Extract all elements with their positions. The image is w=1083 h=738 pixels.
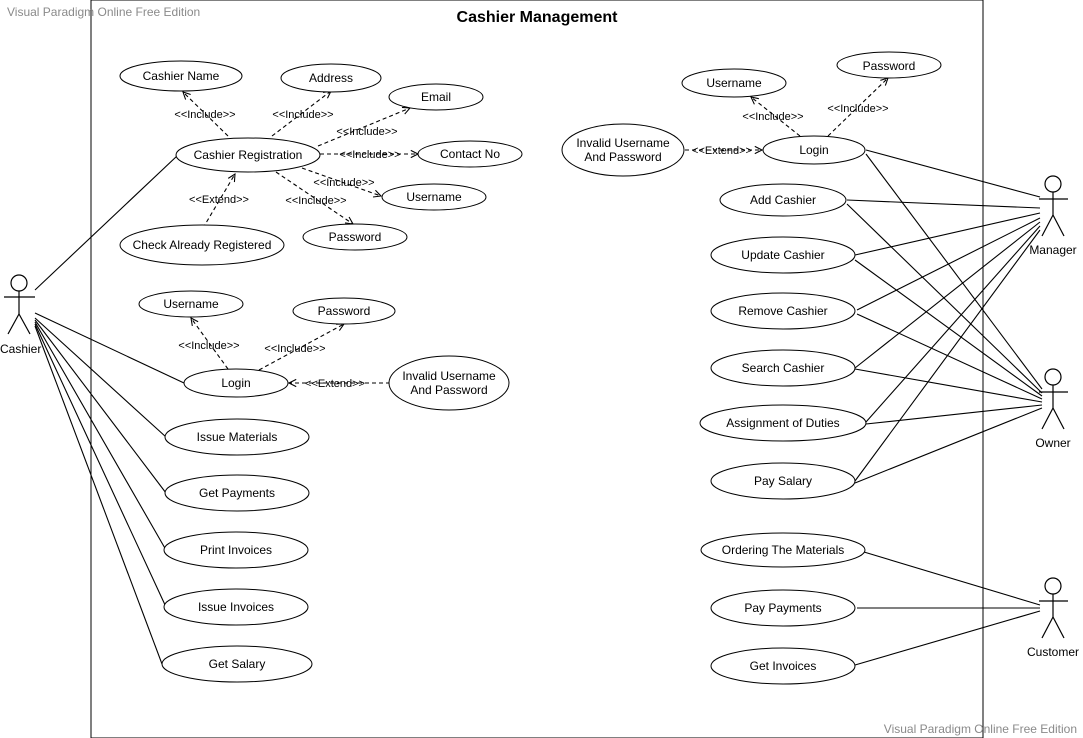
dependency-labels: <<Include>> <<Include>> <<Include>> <<In…: [174, 103, 888, 390]
usecase-address[interactable]: Address: [280, 63, 382, 93]
associations: [34, 149, 1043, 666]
svg-text:Pay Payments: Pay Payments: [744, 601, 821, 615]
usecase-add-cashier[interactable]: Add Cashier: [719, 183, 847, 217]
svg-text:And Password: And Password: [584, 150, 661, 164]
svg-text:Invalid Username: Invalid Username: [576, 136, 670, 150]
watermark-bottom: Visual Paradigm Online Free Edition: [884, 722, 1077, 736]
stick-figure-icon: [1039, 577, 1068, 639]
svg-text:Pay Salary: Pay Salary: [754, 474, 812, 488]
svg-text:Add Cashier: Add Cashier: [750, 193, 816, 207]
actor-label: Cashier: [0, 342, 41, 356]
usecase-password-manager[interactable]: Password: [836, 51, 942, 79]
usecase-invalid-username-password-manager[interactable]: Invalid Username And Password: [561, 123, 685, 177]
usecase-username-manager[interactable]: Username: [681, 68, 787, 98]
usecase-remove-cashier[interactable]: Remove Cashier: [710, 292, 856, 330]
actor-cashier[interactable]: Cashier: [0, 274, 41, 356]
usecase-assignment-of-duties[interactable]: Assignment of Duties: [699, 404, 867, 442]
svg-text:And Password: And Password: [410, 383, 487, 397]
svg-text:Login: Login: [799, 143, 828, 157]
svg-text:Cashier Name: Cashier Name: [143, 69, 220, 83]
usecase-password-registration[interactable]: Password: [302, 223, 408, 251]
svg-text:Invalid Username: Invalid Username: [402, 369, 496, 383]
usecase-invalid-username-password-cashier[interactable]: Invalid Username And Password: [388, 355, 510, 411]
actor-label: Owner: [1035, 436, 1070, 450]
include-label: <<Include>>: [285, 195, 346, 207]
usecase-ordering-materials[interactable]: Ordering The Materials: [700, 532, 866, 568]
usecase-username-registration[interactable]: Username: [381, 183, 487, 211]
svg-text:Username: Username: [706, 76, 762, 90]
diagram-title: Cashier Management: [457, 9, 619, 26]
include-label: <<Include>>: [174, 109, 235, 121]
stick-figure-icon: [1039, 175, 1068, 237]
actor-manager[interactable]: Manager: [1029, 175, 1077, 257]
svg-text:Issue Invoices: Issue Invoices: [198, 600, 274, 614]
svg-text:Address: Address: [309, 71, 353, 85]
actor-owner[interactable]: Owner: [1035, 368, 1071, 450]
extend-label: <<Extend>>: [189, 194, 249, 206]
svg-text:Login: Login: [221, 376, 250, 390]
include-label: <<Include>>: [827, 103, 888, 115]
usecase-issue-invoices[interactable]: Issue Invoices: [163, 588, 309, 626]
svg-text:Remove Cashier: Remove Cashier: [738, 304, 827, 318]
svg-text:Print Invoices: Print Invoices: [200, 543, 272, 557]
svg-text:Issue Materials: Issue Materials: [197, 430, 278, 444]
stick-figure-icon: [1039, 368, 1068, 430]
svg-text:Update Cashier: Update Cashier: [741, 248, 824, 262]
usecase-password-login-cashier[interactable]: Password: [292, 297, 396, 325]
svg-text:Get Payments: Get Payments: [199, 486, 275, 500]
extend-label: <<Extend>>: [692, 145, 752, 157]
usecase-print-invoices[interactable]: Print Invoices: [163, 531, 309, 569]
usecase-pay-salary[interactable]: Pay Salary: [710, 462, 856, 500]
usecase-email[interactable]: Email: [388, 83, 484, 111]
svg-text:Assignment of Duties: Assignment of Duties: [726, 416, 839, 430]
usecase-check-already-registered[interactable]: Check Already Registered: [119, 224, 285, 266]
watermark-top: Visual Paradigm Online Free Edition: [7, 5, 200, 19]
svg-text:Username: Username: [163, 297, 219, 311]
usecase-get-payments[interactable]: Get Payments: [164, 474, 310, 512]
include-label: <<Include>>: [178, 340, 239, 352]
actor-label: Customer: [1027, 645, 1079, 659]
svg-text:Password: Password: [329, 230, 382, 244]
usecase-get-salary-cashier[interactable]: Get Salary: [161, 645, 313, 683]
usecase-update-cashier[interactable]: Update Cashier: [710, 236, 856, 274]
usecase-pay-payments[interactable]: Pay Payments: [710, 589, 856, 627]
svg-text:Ordering The Materials: Ordering The Materials: [722, 543, 845, 557]
usecase-search-cashier[interactable]: Search Cashier: [710, 349, 856, 387]
include-label: <<Include>>: [742, 111, 803, 123]
usecase-cashier-registration[interactable]: Cashier Registration: [175, 137, 321, 173]
usecase-login-cashier[interactable]: Login: [183, 368, 289, 398]
svg-text:Get Salary: Get Salary: [209, 657, 266, 671]
svg-text:Get Invoices: Get Invoices: [750, 659, 817, 673]
extend-label: <<Extend>>: [305, 378, 365, 390]
svg-text:Contact No: Contact No: [440, 147, 500, 161]
svg-text:Search Cashier: Search Cashier: [742, 361, 825, 375]
usecase-contact-no[interactable]: Contact No: [417, 140, 523, 168]
svg-text:Email: Email: [421, 90, 451, 104]
usecase-issue-materials[interactable]: Issue Materials: [164, 418, 310, 456]
usecase-login-manager[interactable]: Login: [762, 135, 866, 165]
stick-figure-icon: [4, 274, 35, 335]
usecase-cashier-name[interactable]: Cashier Name: [119, 60, 243, 92]
svg-text:Check Already Registered: Check Already Registered: [133, 238, 272, 252]
include-label: <<Include>>: [264, 343, 325, 355]
svg-text:Password: Password: [863, 59, 916, 73]
include-label: <<Include>>: [336, 126, 397, 138]
include-label: <<Include>>: [339, 149, 400, 161]
usecase-get-invoices[interactable]: Get Invoices: [710, 647, 856, 685]
actor-label: Manager: [1029, 243, 1076, 257]
include-label: <<Include>>: [272, 109, 333, 121]
dependencies: [183, 78, 888, 383]
usecase-username-login-cashier[interactable]: Username: [138, 290, 244, 318]
actor-customer[interactable]: Customer: [1027, 577, 1079, 659]
include-label: <<Include>>: [313, 177, 374, 189]
svg-text:Cashier Registration: Cashier Registration: [194, 148, 303, 162]
svg-text:Password: Password: [318, 304, 371, 318]
svg-text:Username: Username: [406, 190, 462, 204]
